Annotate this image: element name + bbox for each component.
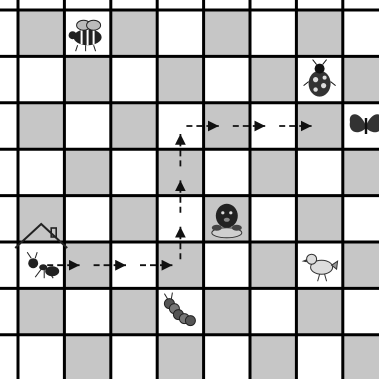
board-cell	[250, 56, 296, 102]
board-cell	[343, 56, 379, 102]
board-cell	[18, 149, 64, 195]
board-cell	[296, 196, 342, 242]
board-cell	[204, 242, 250, 288]
board-cell	[111, 10, 157, 56]
board-cell	[64, 196, 110, 242]
board-cell	[18, 10, 64, 56]
board-cell	[111, 103, 157, 149]
board-cell	[250, 335, 296, 379]
board-cell	[64, 56, 110, 102]
board-cell	[343, 149, 379, 195]
board-cell	[296, 10, 342, 56]
board-cell	[18, 103, 64, 149]
board-cell	[343, 10, 379, 56]
board-cell	[18, 56, 64, 102]
board-cell	[296, 335, 342, 379]
board-cell	[18, 196, 64, 242]
board-cell	[250, 242, 296, 288]
board-cell	[111, 56, 157, 102]
board-cell	[111, 149, 157, 195]
board-cell	[204, 335, 250, 379]
board-cell	[250, 149, 296, 195]
board-cell	[296, 149, 342, 195]
board-cell	[343, 196, 379, 242]
board-cell	[204, 149, 250, 195]
board-cell	[64, 288, 110, 334]
board-cell	[250, 288, 296, 334]
board-cell	[18, 288, 64, 334]
board-cell	[18, 335, 64, 379]
board-cell	[250, 196, 296, 242]
board-cell	[204, 56, 250, 102]
board-cell	[111, 288, 157, 334]
board-cell	[204, 10, 250, 56]
board-cell	[343, 288, 379, 334]
board-cell	[64, 103, 110, 149]
board-cell	[343, 335, 379, 379]
board-cell	[296, 288, 342, 334]
board-cell	[250, 10, 296, 56]
board-cell	[343, 242, 379, 288]
board-cell	[157, 56, 203, 102]
board-cell	[157, 10, 203, 56]
board-cell	[157, 335, 203, 379]
board-cell	[111, 196, 157, 242]
board-cell	[64, 149, 110, 195]
board-cell	[204, 288, 250, 334]
board-cell	[111, 335, 157, 379]
board-cell	[64, 335, 110, 379]
